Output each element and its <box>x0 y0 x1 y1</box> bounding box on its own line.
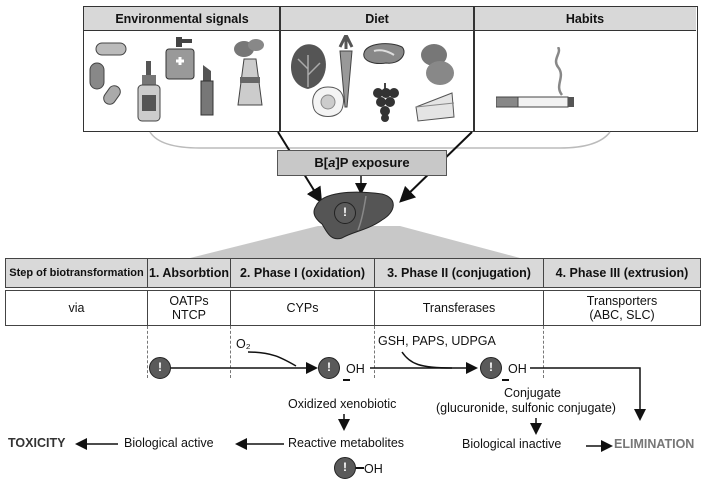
oxygen-label: O₂ <box>236 337 251 351</box>
spray-bottle-icon <box>137 61 161 122</box>
via-absorption: OATPs NTCP <box>147 290 231 326</box>
via-label: via <box>5 290 148 326</box>
via-phase1: CYPs <box>230 290 375 326</box>
pills-icon <box>89 42 127 105</box>
divider <box>473 7 475 131</box>
category-habits: Habits <box>474 7 696 31</box>
biological-inactive-label: Biological inactive <box>462 437 562 451</box>
header-phase1: 2. Phase I (oxidation) <box>230 258 375 288</box>
conjugate-detail-label: (glucuronide, sulfonic conjugate) <box>436 401 616 415</box>
oxidized-molecule: ! <box>318 357 340 379</box>
category-diet: Diet <box>280 7 474 31</box>
header-phase3: 4. Phase III (extrusion) <box>543 258 701 288</box>
via-phase3: Transporters (ABC, SLC) <box>543 290 701 326</box>
lotion-pump-icon <box>165 37 195 80</box>
reactive-metabolites-label: Reactive metabolites <box>288 436 405 450</box>
toxicity-label: TOXICITY <box>8 436 66 450</box>
lipstick-icon <box>200 65 214 116</box>
header-absorption: 1. Absorbtion <box>147 258 231 288</box>
header-phase2: 3. Phase II (conjugation) <box>374 258 544 288</box>
conjugate-label: Conjugate <box>504 386 561 400</box>
elimination-label: ELIMINATION <box>614 437 695 451</box>
cofactors-label: GSH, PAPS, UDPGA <box>378 334 496 348</box>
oxidized-xenobiotic-label: Oxidized xenobiotic <box>288 397 397 411</box>
bap-exposure-box: B[a]P exposure <box>277 150 447 176</box>
exposure-suffix: ]P exposure <box>335 155 410 170</box>
divider <box>279 7 281 131</box>
biological-active-label: Biological active <box>124 436 214 450</box>
column-guide <box>230 326 231 378</box>
category-environmental-signals: Environmental signals <box>84 7 280 31</box>
exposure-prefix: B[ <box>314 155 329 170</box>
lettuce-icon <box>291 44 326 89</box>
oh-label-oxidized: OH <box>346 362 365 376</box>
sources-panel: Environmental signals Diet Habits <box>83 6 698 132</box>
cigarette-icon <box>496 47 574 108</box>
potato-icon <box>421 44 454 85</box>
carrot-icon <box>338 35 354 108</box>
reactive-molecule: ! <box>334 457 356 479</box>
column-guide <box>374 326 375 378</box>
oh-label-conjugate: OH <box>508 362 527 376</box>
fried-egg-icon <box>312 86 344 117</box>
grapes-icon <box>373 83 399 122</box>
header-step: Step of biotransformation <box>5 258 148 288</box>
conjugate-molecule: ! <box>480 357 502 379</box>
steak-icon <box>363 43 405 64</box>
flow-arrows <box>75 351 646 469</box>
oh-label-reactive: OH <box>364 462 383 476</box>
column-guide <box>147 326 148 378</box>
cheese-icon <box>415 92 455 122</box>
via-phase2: Transferases <box>374 290 544 326</box>
exposure-italic: a <box>328 155 336 170</box>
xenobiotic-molecule: ! <box>149 357 171 379</box>
column-guide <box>543 326 544 378</box>
factory-icon <box>234 39 264 106</box>
liver-xenobiotic-marker: ! <box>334 202 356 224</box>
